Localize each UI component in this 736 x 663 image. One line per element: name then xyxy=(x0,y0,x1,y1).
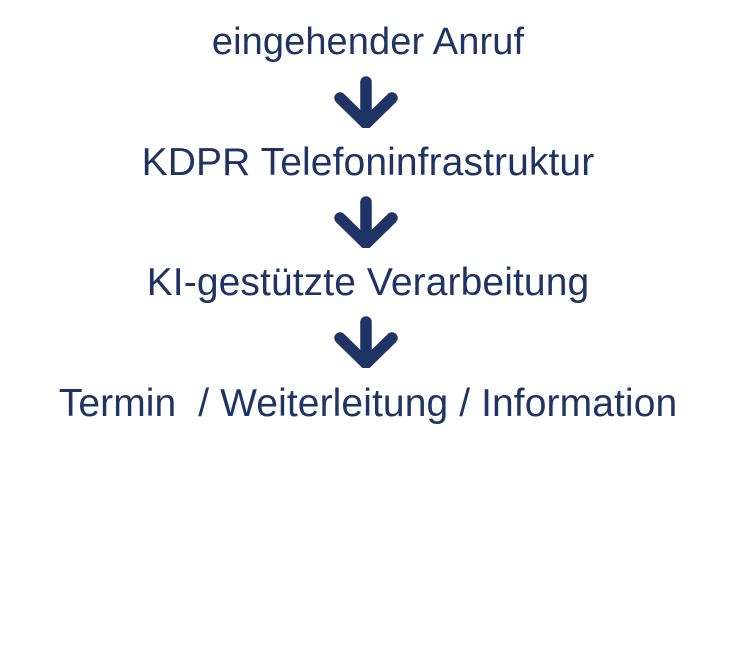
flow-step-incoming-call: eingehender Anruf xyxy=(211,21,525,63)
flow-step-ai-assisted-processing: KI-gestützte Verarbeitung xyxy=(146,261,590,305)
flow-step-outcomes: Termin / Weiterleitung / Information xyxy=(58,382,678,426)
arrow-down-icon xyxy=(334,76,401,129)
flow-connector-2 xyxy=(0,196,736,249)
arrow-down-icon xyxy=(334,196,401,249)
arrow-down-icon xyxy=(334,316,401,369)
flow-step-kdpr-telephony-infrastructure: KDPR Telefoninfrastruktur xyxy=(141,141,595,185)
flow-connector-1 xyxy=(0,76,736,129)
flow-connector-3 xyxy=(0,316,736,369)
